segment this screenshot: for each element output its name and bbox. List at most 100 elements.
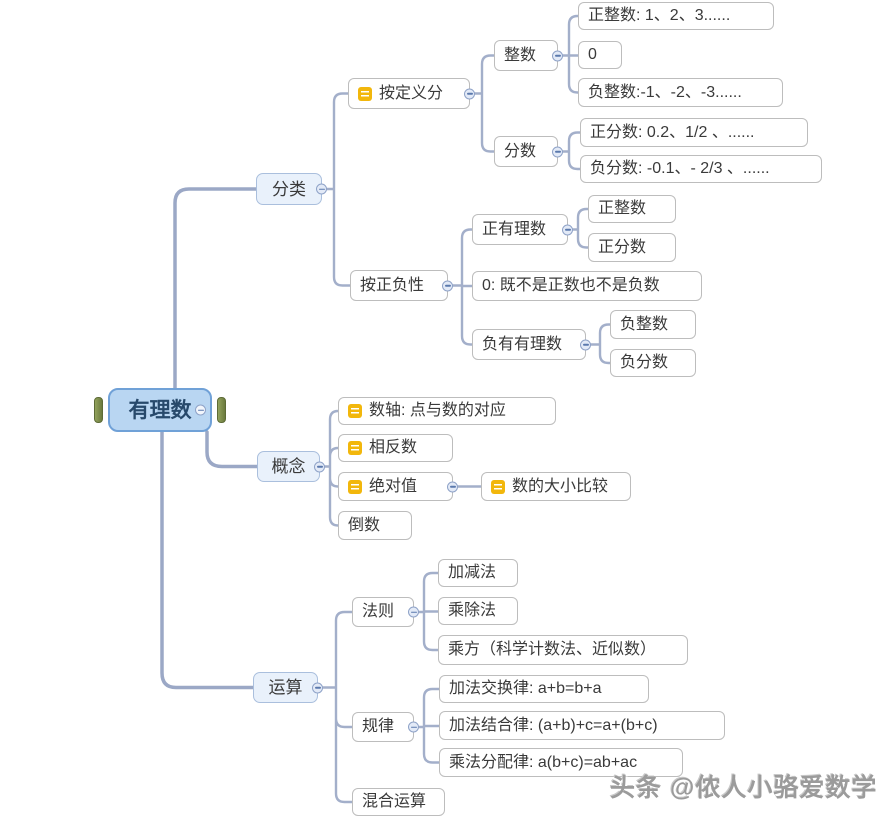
node-label: 有理数 [128, 398, 192, 422]
node-label: 乘方（科学计数法、近似数） [448, 641, 657, 658]
connector-root-concepts [205, 430, 259, 469]
connector-laws-children [412, 687, 441, 764]
node-label: 正分数: 0.2、1/2 、...... [590, 123, 755, 141]
note-icon[interactable] [358, 86, 372, 101]
node-positive-rationals[interactable]: 正有理数 [472, 214, 573, 245]
watermark: 头条 @侬人小骆爱数学 [610, 774, 878, 802]
connector-by-definition-children [468, 54, 496, 153]
note-icon[interactable] [348, 404, 362, 418]
node-opposite-number[interactable]: 相反数 [338, 434, 453, 462]
node-label: 0: 既不是正数也不是负数 [482, 277, 660, 294]
node-positive-integers[interactable]: 正整数 [588, 195, 676, 223]
node-commutative-law[interactable]: 加法交换律: a+b=b+a [439, 675, 649, 703]
node-label: 加减法 [448, 564, 497, 581]
node-positive-fractions-example[interactable]: 正分数: 0.2、1/2 、...... [580, 118, 808, 147]
collapse-minus-icon[interactable] [314, 461, 325, 472]
node-label: 加法交换律: a+b=b+a [449, 680, 602, 697]
node-positive-integers-example[interactable]: 正整数: 1、2、3...... [578, 2, 774, 30]
node-positive-fractions[interactable]: 正分数 [588, 233, 676, 262]
node-label: 分数 [504, 142, 537, 160]
node-label: 概念 [271, 457, 306, 476]
collapse-minus-icon[interactable] [408, 721, 419, 733]
node-label: 混合运算 [362, 793, 427, 810]
node-negative-integers-example[interactable]: 负整数:-1、-2、-3...... [578, 78, 783, 107]
node-label: 按定义分 [379, 84, 444, 102]
node-label: 负有有理数 [482, 335, 563, 353]
node-classification[interactable]: 分类 [256, 173, 327, 205]
connector-concepts-children [318, 409, 340, 527]
node-label: 加法结合律: (a+b)+c=a+(b+c) [449, 716, 658, 734]
node-label: 法则 [362, 603, 395, 620]
node-label: 乘法分配律: a(b+c)=ab+ac [449, 753, 638, 771]
node-operations[interactable]: 运算 [253, 672, 323, 703]
note-icon[interactable] [348, 441, 362, 455]
node-zero-note[interactable]: 0: 既不是正数也不是负数 [472, 271, 702, 301]
node-label: 倒数 [348, 516, 381, 534]
collapse-minus-icon[interactable] [312, 682, 323, 693]
node-absolute-value[interactable]: 绝对值 [338, 472, 458, 501]
node-label: 负整数:-1、-2、-3...... [588, 83, 742, 101]
node-negative-rationals[interactable]: 负有有理数 [472, 329, 591, 360]
node-rules[interactable]: 法则 [352, 597, 419, 627]
node-label: 正整数 [598, 200, 647, 217]
collapse-minus-icon[interactable] [464, 88, 475, 99]
node-multiplication-division[interactable]: 乘除法 [438, 597, 518, 625]
node-label: 绝对值 [369, 477, 418, 495]
drag-handle-left[interactable] [94, 397, 103, 423]
node-label: 整数 [504, 46, 537, 64]
node-by-sign[interactable]: 按正负性 [350, 270, 453, 301]
node-negative-fractions[interactable]: 负分数 [610, 349, 696, 377]
collapse-minus-icon[interactable] [442, 280, 453, 291]
node-addition-subtraction[interactable]: 加减法 [438, 559, 518, 587]
node-power[interactable]: 乘方（科学计数法、近似数） [438, 635, 688, 665]
node-distributive-law[interactable]: 乘法分配律: a(b+c)=ab+ac [439, 748, 683, 777]
node-label: 负分数: -0.1、- 2/3 、...... [590, 160, 770, 177]
node-number-line[interactable]: 数轴: 点与数的对应 [338, 397, 556, 425]
collapse-minus-icon[interactable] [562, 224, 573, 235]
connector-integers-children [556, 14, 580, 94]
collapse-minus-icon[interactable] [447, 481, 458, 492]
node-label: 正整数: 1、2、3...... [588, 7, 731, 24]
node-label: 正分数 [598, 238, 647, 256]
node-integers[interactable]: 整数 [494, 40, 563, 71]
node-label: 负分数 [620, 354, 669, 371]
node-label: 相反数 [369, 439, 418, 456]
node-negative-fractions-example[interactable]: 负分数: -0.1、- 2/3 、...... [580, 155, 822, 183]
node-label: 分类 [272, 179, 306, 199]
note-icon[interactable] [491, 479, 505, 494]
node-label: 数轴: 点与数的对应 [369, 402, 506, 419]
node-fractions[interactable]: 分数 [494, 136, 563, 167]
connector-rules-children [412, 571, 440, 652]
connector-by-sign-children [446, 228, 474, 346]
node-negative-integers[interactable]: 负整数 [610, 310, 696, 339]
connector-root-classification [173, 187, 258, 390]
drag-handle-right[interactable] [217, 397, 226, 423]
node-rational-numbers-root[interactable]: 有理数 [94, 388, 226, 432]
node-label: 正有理数 [482, 220, 547, 238]
node-label: 负整数 [620, 315, 669, 333]
node-mixed-operations[interactable]: 混合运算 [352, 788, 445, 816]
node-label: 规律 [362, 718, 395, 735]
node-label: 乘除法 [448, 602, 497, 619]
collapse-minus-icon[interactable] [580, 339, 591, 350]
node-zero[interactable]: 0 [578, 41, 622, 69]
connector-root-operations [160, 430, 255, 690]
collapse-minus-icon[interactable] [195, 404, 206, 416]
connector-operations-children [316, 610, 354, 804]
node-concepts[interactable]: 概念 [257, 451, 325, 482]
node-by-definition[interactable]: 按定义分 [348, 78, 475, 109]
collapse-minus-icon[interactable] [552, 146, 563, 157]
collapse-minus-icon[interactable] [408, 606, 419, 618]
note-icon[interactable] [348, 479, 362, 494]
node-reciprocal[interactable]: 倒数 [338, 511, 412, 540]
node-label: 0 [588, 46, 597, 63]
collapse-minus-icon[interactable] [552, 50, 563, 61]
node-size-comparison[interactable]: 数的大小比较 [481, 472, 631, 501]
node-label: 数的大小比较 [512, 477, 609, 495]
node-label: 运算 [268, 678, 303, 697]
collapse-minus-icon[interactable] [316, 183, 327, 195]
node-associative-law[interactable]: 加法结合律: (a+b)+c=a+(b+c) [439, 711, 725, 740]
node-laws[interactable]: 规律 [352, 712, 419, 742]
